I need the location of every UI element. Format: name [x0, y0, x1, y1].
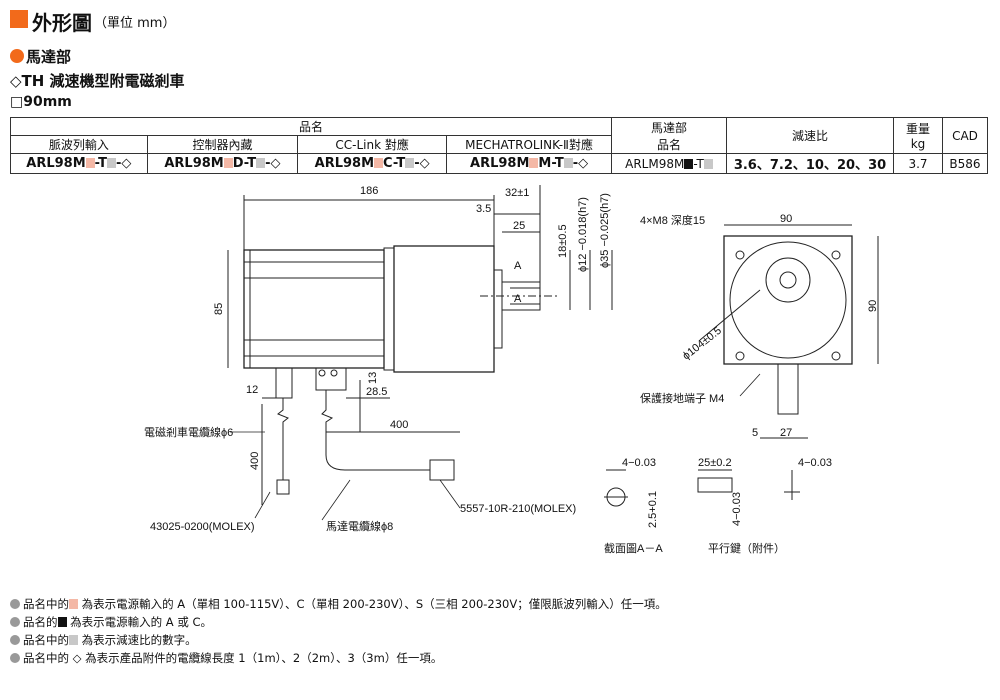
series-title: ◇TH 減速機型附電磁剎車: [10, 72, 185, 90]
dim-m8: 4×M8 深度15: [640, 213, 705, 227]
cclink-header: CC-Link 對應: [297, 135, 448, 154]
point-a-top: A: [514, 260, 522, 272]
dim-25: 25: [513, 220, 525, 232]
pulse-model: ARL98M-T-◇: [10, 153, 148, 174]
note-1: 品名中的 為表示電源輸入的 A（單相 100-115V）、C（單相 200-23…: [10, 596, 667, 612]
ground-label: 保護接地端子 M4: [640, 391, 724, 405]
ratio-header: 減速比: [726, 117, 894, 154]
motor-body: [243, 249, 385, 369]
builtin-header: 控制器內藏: [146, 135, 299, 154]
bullet-icon: [10, 653, 20, 663]
weight-value: 3.7: [893, 153, 943, 174]
pink-mark-icon: [69, 599, 78, 609]
dim-90b: 90: [867, 300, 879, 312]
note-2: 品名的 為表示電源輸入的 A 或 C。: [10, 614, 212, 630]
black-mark-icon: [57, 617, 67, 627]
size-title: □90mm: [10, 94, 72, 110]
dim-90a: 90: [780, 213, 792, 225]
dim-35: ϕ35 −0.025(h7): [599, 193, 611, 268]
motor-header: 馬達部品名: [611, 117, 727, 154]
pulse-header: 脈波列輸入: [10, 135, 148, 154]
section-aa-label: 截面圖A－A: [604, 541, 663, 555]
dim-104: ϕ104±0.5: [680, 325, 724, 363]
gray-mark-icon: [69, 635, 78, 645]
dimension-drawing: 186 32±1 3.5 25 18±0.5 ϕ12 −0.018(h7) ϕ3…: [144, 185, 879, 555]
section-title: 馬達部: [26, 48, 72, 66]
front-flange: [723, 235, 853, 365]
key-dim-3: 4−0.03: [798, 457, 832, 469]
dim-28-5: 28.5: [366, 386, 387, 398]
key-dim-2: 25±0.2: [698, 457, 732, 469]
motor-model: ARLM98M-T: [611, 153, 727, 174]
dim-3-5: 3.5: [476, 203, 491, 215]
page-title: 外形圖: [32, 11, 92, 35]
dim-85: 85: [213, 303, 225, 315]
dim-27: 27: [780, 427, 792, 439]
dim-400b: 400: [249, 452, 261, 470]
connector2-label: 5557-10R-210(MOLEX): [460, 503, 576, 515]
key-dim-5: 4−0.03: [731, 492, 743, 526]
dim-186: 186: [360, 185, 378, 197]
cad-value: B586: [942, 153, 988, 174]
dim-12b: 12: [246, 384, 258, 396]
bullet-icon: [10, 599, 20, 609]
key-dim-1: 4−0.03: [622, 457, 656, 469]
motor-cable-label: 馬達電纜線ϕ8: [326, 519, 393, 533]
section-marker: [10, 49, 24, 63]
key-dim-4: 2.5+0.1: [647, 491, 659, 528]
dim-12: ϕ12 −0.018(h7): [577, 197, 589, 272]
note-4: 品名中的 ◇ 為表示產品附件的電纜線長度 1（1m）、2（2m）、3（3m）任一…: [10, 650, 442, 666]
dim-5: 5: [752, 427, 758, 439]
key-label: 平行鍵（附件）: [708, 541, 785, 555]
ratio-value: 3.6、7.2、10、20、30: [726, 153, 894, 174]
gearhead-body: [393, 245, 495, 373]
bullet-icon: [10, 635, 20, 645]
mechatro-header: MECHATROLINK-Ⅱ對應: [446, 135, 612, 154]
dim-400a: 400: [390, 419, 408, 431]
dim-18: 18±0.5: [557, 224, 569, 258]
bullet-icon: [10, 617, 20, 627]
dim-32: 32±1: [505, 187, 529, 199]
cad-header: CAD: [942, 117, 988, 154]
unit-label: （單位 mm）: [94, 16, 176, 31]
group-header: 品名: [10, 117, 612, 136]
brake-cable-label: 電磁剎車電纜線ϕ6: [144, 425, 233, 439]
dim-13: 13: [367, 372, 379, 384]
connector1-label: 43025-0200(MOLEX): [150, 521, 255, 533]
point-a-bottom: A: [514, 293, 522, 305]
note-3: 品名中的 為表示減速比的數字。: [10, 632, 197, 648]
title-marker: [10, 10, 28, 28]
